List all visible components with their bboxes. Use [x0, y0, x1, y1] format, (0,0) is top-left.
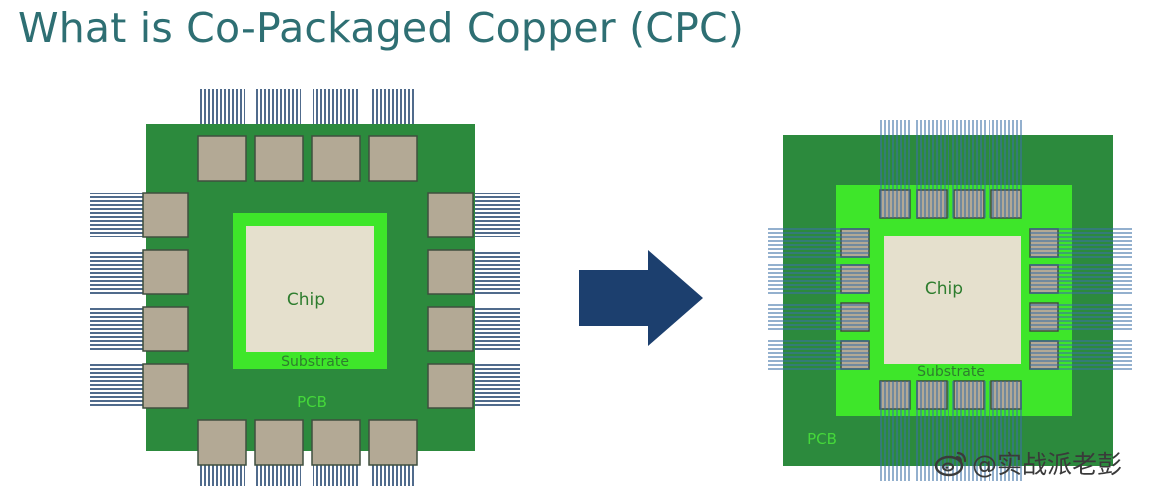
left-packages-top	[197, 135, 418, 182]
left-packages-left	[142, 192, 189, 409]
slide-title: What is Co-Packaged Copper (CPC)	[18, 4, 745, 52]
watermark: @实战派老彭	[934, 448, 1123, 479]
right-pcb-label: PCB	[807, 430, 837, 448]
left-chip-label: Chip	[287, 290, 325, 310]
weibo-icon	[934, 451, 967, 477]
left-packages-bottom	[197, 419, 418, 466]
right-arrow-icon	[579, 250, 703, 346]
left-substrate-label: Substrate	[281, 354, 349, 370]
left-pcb-label: PCB	[297, 393, 327, 411]
right-cables-bottom	[878, 381, 1023, 481]
right-cables-right	[1030, 228, 1132, 370]
right-cables-left	[768, 228, 869, 370]
right-cables-top	[878, 120, 1023, 218]
left-packages-right	[427, 192, 474, 409]
left-pins-top	[199, 89, 416, 129]
left-chip	[246, 226, 374, 352]
watermark-text: @实战派老彭	[972, 450, 1123, 479]
right-diagram: Chip Substrate PCB	[768, 120, 1132, 481]
left-pins-right	[474, 193, 520, 408]
left-diagram: Chip Substrate PCB	[90, 89, 520, 486]
right-chip-label: Chip	[925, 279, 963, 299]
left-pins-left	[90, 193, 148, 408]
right-chip	[884, 236, 1021, 364]
right-substrate-label: Substrate	[917, 364, 985, 380]
